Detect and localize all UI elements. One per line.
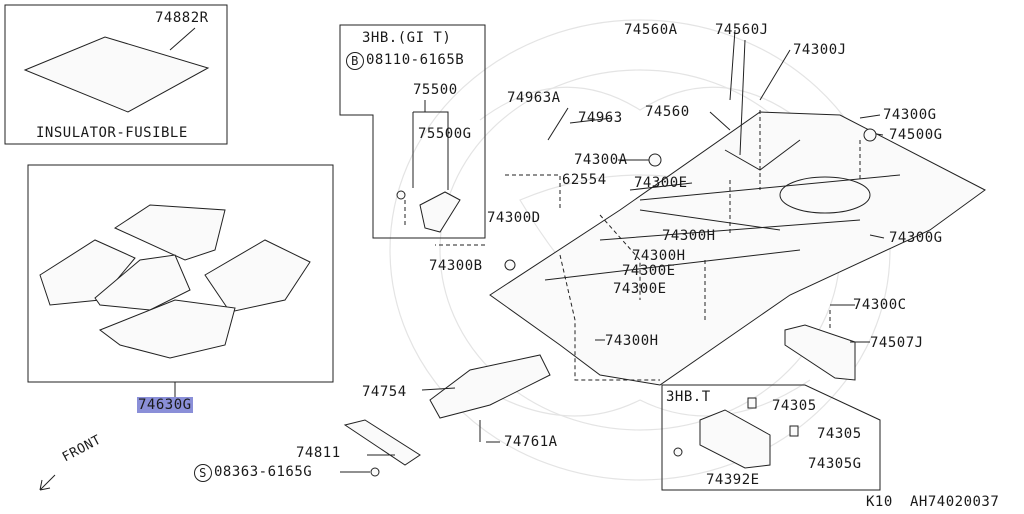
part-label-74882R: 74882R [155, 10, 209, 26]
insulator-name-label: INSULATOR-FUSIBLE [36, 125, 188, 141]
gt-box [339, 24, 486, 239]
hb-box [661, 384, 881, 491]
insulator-pad [23, 36, 210, 113]
part-label-74300D: 74300D [487, 210, 541, 226]
part-label-74630G[interactable]: 74630G [137, 397, 193, 413]
floor-panel [489, 111, 986, 386]
part-label-08363-6165G: 08363-6165G [214, 464, 313, 480]
bolt-prefix-badge: B [346, 52, 364, 70]
part-label-74300B: 74300B [429, 258, 483, 274]
part-label-74300C: 74300C [853, 297, 907, 313]
part-label-74305-2: 74305 [817, 426, 862, 442]
part-label-74300G-1: 74300G [883, 107, 937, 123]
part-label-74305G: 74305G [808, 456, 862, 472]
part-label-74963: 74963 [578, 110, 623, 126]
bracket-74507J [784, 324, 856, 381]
diagram-id: AH74020037 [910, 494, 1000, 510]
bracket-74811 [343, 419, 421, 466]
part-label-74811: 74811 [296, 445, 341, 461]
part-label-08110-6165B: 08110-6165B [366, 52, 465, 68]
part-label-74300A: 74300A [574, 152, 628, 168]
part-label-74300G-2: 74300G [889, 230, 943, 246]
hb-box-title: 3HB.T [666, 389, 711, 405]
part-label-62554: 62554 [562, 172, 607, 188]
part-label-74560A: 74560A [624, 22, 678, 38]
part-label-74754: 74754 [362, 384, 407, 400]
part-label-74507J: 74507J [870, 335, 924, 351]
part-label-74500G: 74500G [889, 127, 943, 143]
part-label-74305-1: 74305 [772, 398, 817, 414]
part-label-74300H-3: 74300H [605, 333, 659, 349]
part-label-74300E-2: 74300E [622, 263, 676, 279]
footer-code: K10 [866, 494, 893, 510]
floor-mats [39, 204, 311, 359]
part-label-74300H-1: 74300H [662, 228, 716, 244]
front-arrow [39, 474, 56, 491]
part-label-74963A: 74963A [507, 90, 561, 106]
insulator-box [4, 4, 228, 145]
part-label-74560: 74560 [645, 104, 690, 120]
part-label-74560J: 74560J [715, 22, 769, 38]
part-label-74300E-3: 74300E [613, 281, 667, 297]
heat-shield-74754 [429, 354, 551, 419]
part-label-74300J: 74300J [793, 42, 847, 58]
part-label-74761A: 74761A [504, 434, 558, 450]
part-label-75500: 75500 [413, 82, 458, 98]
screw-prefix-badge: S [194, 464, 212, 482]
part-label-74392E: 74392E [706, 472, 760, 488]
part-label-74300E-1: 74300E [634, 175, 688, 191]
gt-box-title: 3HB.(GI T) [362, 30, 452, 46]
floor-mats-box [27, 164, 334, 383]
part-label-74300H-2: 74300H [632, 248, 686, 264]
part-label-75500G: 75500G [418, 126, 472, 142]
